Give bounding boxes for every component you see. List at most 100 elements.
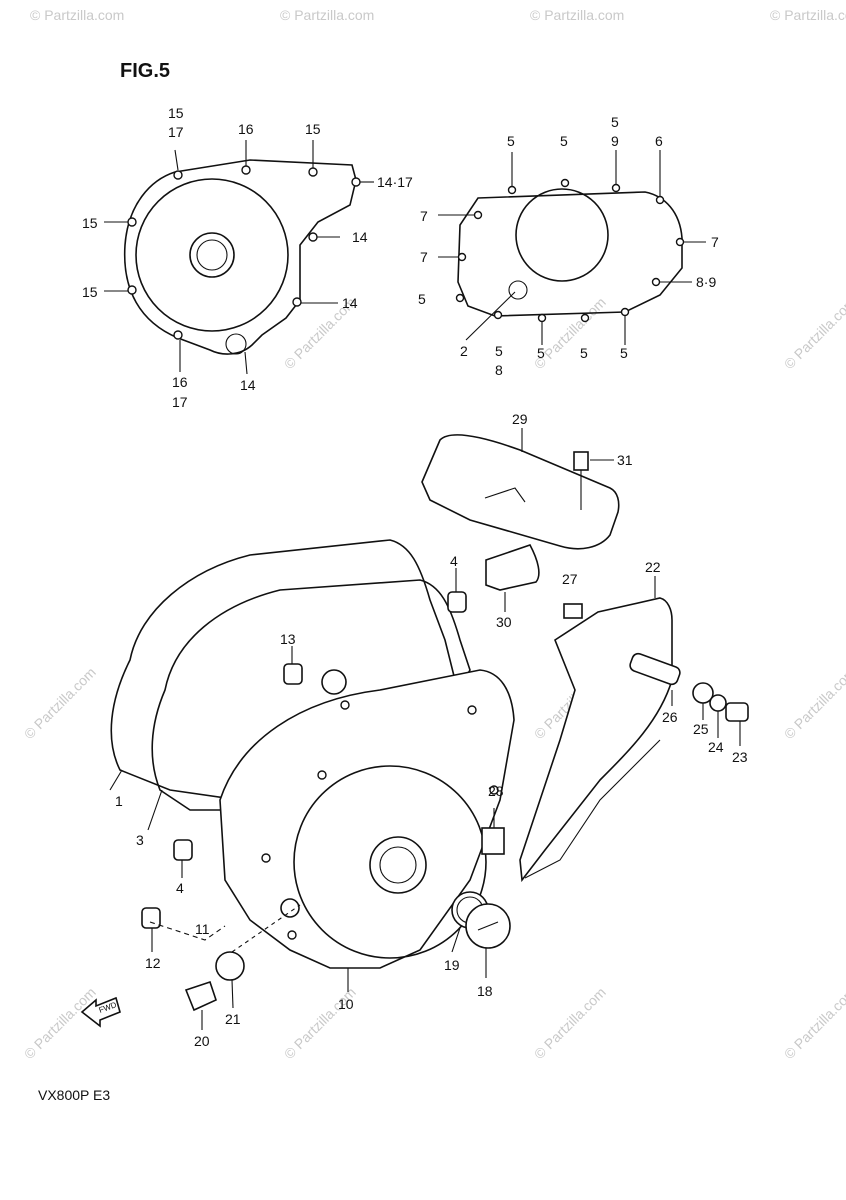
seal-part: [321, 669, 347, 695]
left-cover-plug: [225, 333, 247, 355]
callout-label: 26: [662, 709, 678, 725]
left-cover-dome: [135, 178, 289, 332]
leader-line: [231, 979, 234, 1009]
clutch-cover-10: [219, 669, 515, 992]
watermark: © Partzilla.com: [21, 984, 99, 1062]
callout-label: 15: [305, 121, 321, 137]
bolt-31: [573, 451, 589, 471]
cover-plug-port: [280, 898, 300, 918]
bolt-hole: [308, 232, 318, 242]
callout-label: 15: [168, 105, 184, 121]
callout-label: 16: [172, 374, 188, 390]
cover-detail: [484, 487, 526, 503]
callout-label: 14: [240, 377, 256, 393]
dashed-guide: [231, 904, 301, 953]
callout-label: 28: [488, 783, 504, 799]
bolt-hole: [493, 310, 503, 320]
bolt-hole: [292, 297, 302, 307]
figure-title: FIG.5: [120, 60, 170, 82]
callout-label: 4: [450, 553, 458, 569]
dowel-12: [141, 907, 161, 929]
bolt-hole: [317, 770, 327, 780]
callout-label: 1: [115, 793, 123, 809]
gasket-1-outline: [110, 539, 456, 801]
callout-label: 5: [611, 114, 619, 130]
watermark: © Partzilla.com: [30, 7, 124, 23]
bolt-hole: [173, 330, 183, 340]
left-cover-hub-inner: [196, 239, 228, 271]
washer-21: [215, 951, 245, 981]
bolt-hole: [467, 705, 477, 715]
watermark: © Partzilla.com: [781, 664, 846, 742]
dashed-guide: [149, 921, 226, 941]
bolt-hole: [455, 293, 465, 303]
bolt-hole: [675, 237, 685, 247]
callout-label: 8·9: [696, 274, 716, 290]
callout-label: 5: [580, 345, 588, 361]
callout-label: 23: [732, 749, 748, 765]
callout-label: 7: [711, 234, 719, 250]
bracket-30: [485, 544, 540, 612]
callout-label: 4: [176, 880, 184, 896]
fwd-arrow: FWD: [80, 996, 121, 1028]
bolt-hole: [261, 853, 271, 863]
callout-label: 2: [460, 343, 468, 359]
dowel-4-bottom: [173, 839, 193, 861]
right-cover-dome: [515, 188, 609, 282]
callout-label: 14·17: [377, 174, 413, 190]
leader-line: [465, 291, 516, 341]
footer-code: VX800P E3: [38, 1087, 110, 1103]
leader-line: [109, 769, 123, 791]
chain-case-edge: [524, 739, 661, 879]
callout-label: 14: [342, 295, 358, 311]
callout-label: 30: [496, 614, 512, 630]
callout-label: 25: [693, 721, 709, 737]
watermark: © Partzilla.com: [21, 664, 99, 742]
callout-label: 29: [512, 411, 528, 427]
dowel-4-top: [447, 591, 467, 613]
callout-label: 5: [560, 133, 568, 149]
leader-line: [174, 149, 179, 171]
bracket-shape: [485, 544, 540, 591]
callout-label: 7: [420, 249, 428, 265]
right-cover-gasket-view: [438, 150, 706, 345]
watermark: © Partzilla.com: [770, 7, 846, 23]
left-cover-outline: [123, 159, 357, 355]
callout-label: 19: [444, 957, 460, 973]
watermark: © Partzilla.com: [280, 7, 374, 23]
block-28: [481, 827, 505, 855]
bolt-hole: [655, 195, 665, 205]
watermark: © Partzilla.com: [781, 294, 846, 372]
bolt-hole: [560, 178, 570, 188]
bolt-hole: [651, 277, 661, 287]
callout-label: 17: [172, 394, 188, 410]
callout-label: 6: [655, 133, 663, 149]
cover-part-29: [421, 434, 620, 550]
bolt-hole: [537, 313, 547, 323]
bolt-hole: [173, 170, 183, 180]
grommet-27: [563, 603, 583, 619]
bolt-hole: [473, 210, 483, 220]
bolt-hole: [287, 930, 297, 940]
callout-label: 12: [145, 955, 161, 971]
callout-label: 10: [338, 996, 354, 1012]
left-cover-hub: [189, 232, 235, 278]
callout-label: 27: [562, 571, 578, 587]
watermark: © Partzilla.com: [781, 984, 846, 1062]
callout-label: 15: [82, 284, 98, 300]
callout-label: 5: [418, 291, 426, 307]
right-cover-plug: [508, 280, 528, 300]
dowel-13: [283, 663, 303, 685]
callout-label: 5: [507, 133, 515, 149]
plug-slot: [477, 921, 499, 931]
clutch-cover-outline: [219, 669, 515, 969]
bolt-hole: [308, 167, 318, 177]
bolt-hole: [507, 185, 517, 195]
bolt-hole: [340, 700, 350, 710]
bolt-hole: [489, 785, 499, 795]
callout-label: 5: [537, 345, 545, 361]
callout-label: 18: [477, 983, 493, 999]
bolt-hole: [580, 313, 590, 323]
bolt-hole: [457, 252, 467, 262]
